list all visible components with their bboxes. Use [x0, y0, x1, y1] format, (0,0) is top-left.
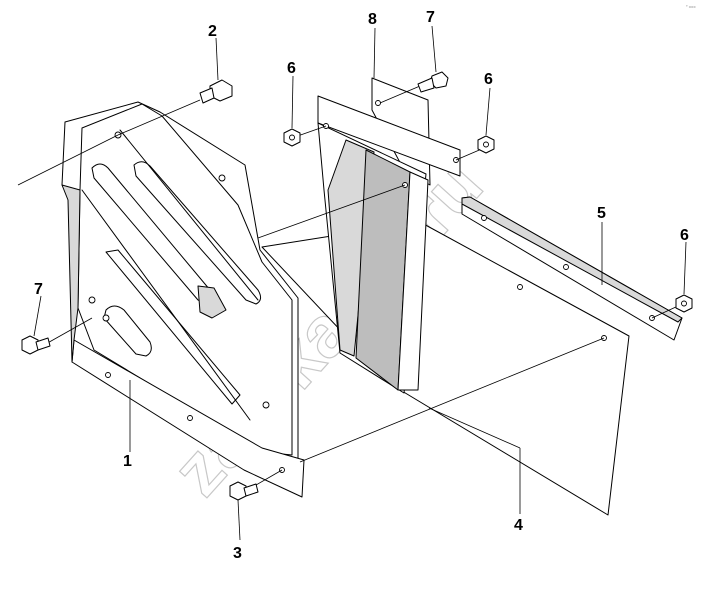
leader-lines	[17, 85, 679, 493]
bolt-2	[199, 79, 233, 104]
callout-3: 3	[233, 545, 242, 562]
callout-4: 4	[514, 517, 523, 534]
nut-6-left	[283, 128, 301, 147]
part-8-bracket	[317, 77, 461, 394]
bolt-3	[229, 481, 259, 501]
part-1-shield	[61, 101, 305, 498]
callout-6-left: 6	[287, 60, 296, 77]
bolt-7-left	[21, 335, 51, 355]
callout-7-top: 7	[426, 9, 435, 26]
part-5-strip	[461, 196, 683, 341]
callout-leaders	[33, 25, 687, 541]
callout-5: 5	[597, 205, 606, 222]
bolt-7-top	[417, 71, 449, 93]
callout-2: 2	[208, 23, 217, 40]
corner-mark: ° ===	[686, 4, 696, 9]
callout-8: 8	[368, 11, 377, 28]
callout-6-right: 6	[680, 227, 689, 244]
nut-6-middle	[477, 135, 495, 154]
callout-7-left: 7	[34, 281, 43, 298]
nut-6-right	[675, 294, 693, 313]
callout-6-middle: 6	[484, 71, 493, 88]
callout-1: 1	[123, 453, 132, 470]
